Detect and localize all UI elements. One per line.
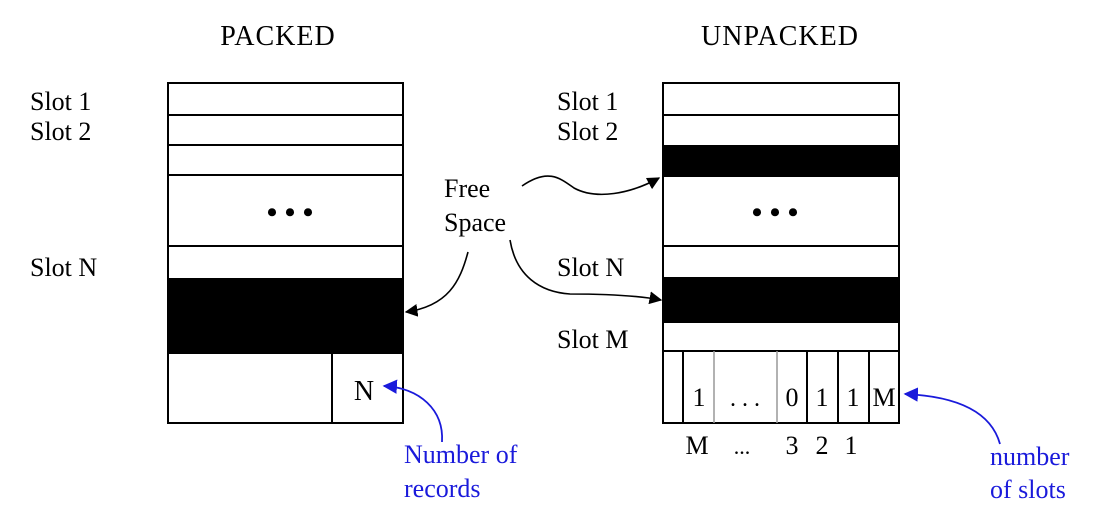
free-space-arrow-to-unpacked-top	[521, 175, 661, 196]
bit-index-ellipsis: ...	[734, 434, 751, 459]
unpacked-slot-2-label: Slot 2	[557, 117, 618, 146]
bitmap-bit: 1	[693, 383, 706, 412]
packed-slot-n-label: Slot N	[30, 253, 97, 282]
free-space-arrow-to-unpacked-bottom	[509, 239, 663, 305]
unpacked-slot-n-label: Slot N	[557, 253, 624, 282]
slot-count-annotation-line-2: of slots	[990, 475, 1066, 504]
record-count-annotation-line-1: Number of	[404, 440, 518, 469]
slot-count-annotation-arrow	[903, 387, 1001, 445]
bitmap-ellipsis: . . .	[730, 386, 760, 412]
packed-record-count: N	[354, 376, 374, 407]
unpacked-title: UNPACKED	[701, 21, 859, 52]
packed-title: PACKED	[220, 21, 335, 52]
bit-index: 3	[786, 431, 799, 460]
packed-slot-1-label: Slot 1	[30, 87, 91, 116]
bit-index: M	[685, 431, 708, 460]
bitmap-bit: 1	[847, 383, 860, 412]
bit-index: 1	[845, 431, 858, 460]
unpacked-free-space-block-1	[663, 145, 899, 177]
free-space-arrow-to-packed	[404, 251, 469, 317]
unpacked-slot-1-label: Slot 1	[557, 87, 618, 116]
record-count-annotation-line-2: records	[404, 474, 481, 503]
packed-page	[167, 82, 404, 424]
unpacked-ellipsis: • • •	[752, 196, 799, 229]
unpacked-page	[662, 82, 900, 424]
record-count-annotation-arrow	[382, 379, 443, 443]
packed-free-space-block	[168, 278, 403, 353]
slot-count-annotation-line-1: number	[990, 442, 1070, 471]
free-space-label-line-1: Free	[444, 174, 490, 203]
bitmap-bit: 0	[786, 383, 799, 412]
bitmap-bit: 1	[816, 383, 829, 412]
unpacked-slot-m-label: Slot M	[557, 325, 629, 354]
free-space-label-line-2: Space	[444, 208, 506, 237]
packed-slot-2-label: Slot 2	[30, 117, 91, 146]
unpacked-free-space-block-2	[663, 277, 899, 323]
unpacked-slot-count: M	[872, 383, 895, 412]
bit-index: 2	[816, 431, 829, 460]
packed-ellipsis: • • •	[267, 196, 314, 229]
